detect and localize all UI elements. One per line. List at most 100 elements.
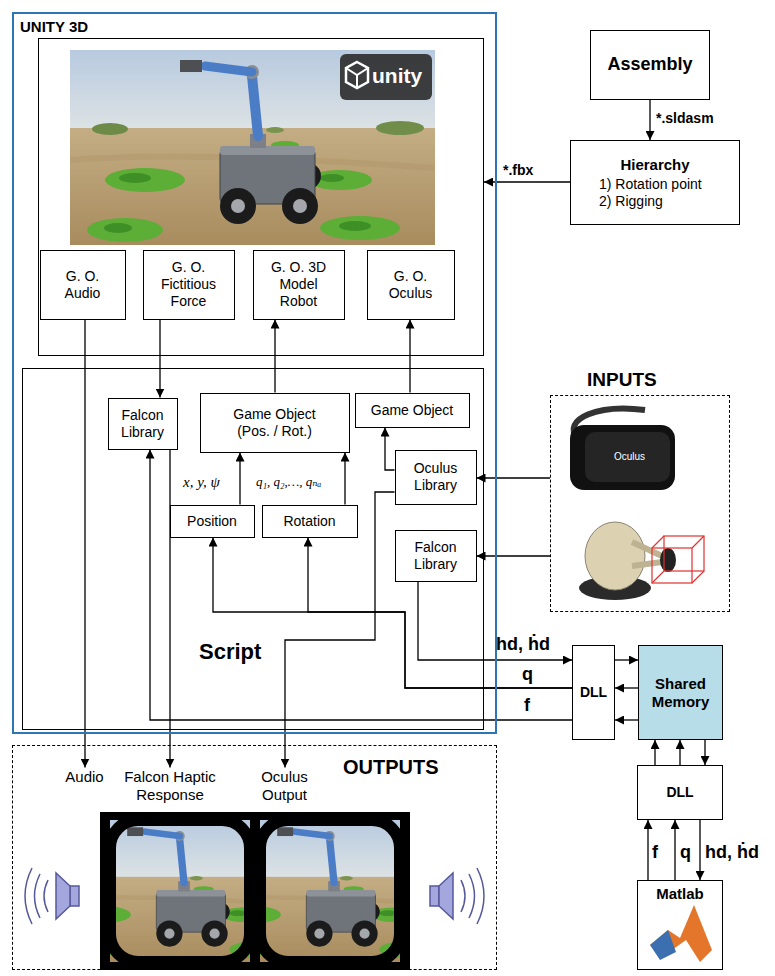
connector-arrow — [274, 320, 275, 393]
node-text: DLL — [666, 784, 693, 801]
speaker-icon — [430, 886, 439, 906]
speaker-icon — [25, 868, 48, 924]
node-text: Script — [199, 639, 261, 665]
stereo-oculus-view — [47, 812, 463, 970]
node-text: Matlab — [638, 885, 722, 902]
outputs-region: OUTPUTS Audio Falcon Haptic Response Oculus… — [12, 745, 497, 970]
library-box: Oculus Library — [395, 450, 477, 505]
falcon-device — [579, 522, 704, 600]
signal-label: f — [524, 695, 530, 716]
signal-label: *.sldasm — [656, 110, 714, 126]
signal-label: q — [522, 664, 533, 685]
falcon-device — [585, 522, 645, 590]
falcon-device — [652, 536, 704, 583]
node-text: G. O. Fictitious Force — [152, 259, 226, 309]
game-object-box: Game Object (Pos. / Rot.) — [200, 393, 350, 453]
node-text: 2) Rigging — [599, 193, 663, 210]
connector-arrow — [654, 740, 655, 765]
connector-arrow — [418, 582, 572, 661]
matlab-logo — [650, 930, 676, 960]
node-text: Oculus Library — [402, 460, 470, 494]
connector-arrow — [649, 100, 650, 140]
node-text: Assembly — [607, 54, 692, 76]
hierarchy-box: Hierarchy1) Rotation point2) Rigging — [570, 140, 740, 225]
unity-screenshot — [70, 50, 435, 245]
connector-arrow — [409, 320, 410, 393]
connector-arrow — [674, 820, 675, 880]
logo-text: unity — [372, 64, 422, 88]
game-object-box: G. O. 3D Model Robot — [253, 250, 345, 320]
connector-arrow — [344, 453, 345, 505]
node-text: Falcon Haptic Response — [113, 768, 228, 804]
connector-arrow — [699, 820, 700, 880]
node-text: Falcon Library — [112, 407, 174, 441]
connector-arrow — [385, 428, 395, 471]
signal-label: hd, ḣd — [496, 634, 550, 655]
falcon-device — [632, 542, 662, 556]
unity-panel: UNITY 3D G. O. Audio G. O. Fictitious Forc… — [12, 12, 497, 734]
falcon-device — [660, 548, 676, 572]
node-text: Audio — [65, 768, 103, 786]
node-text: Hierarchy — [620, 156, 689, 174]
unity-screenshot — [70, 50, 435, 245]
signal-label: f — [652, 842, 658, 863]
process-box: Rotation — [262, 505, 358, 538]
node-text: OUTPUTS — [343, 756, 439, 779]
oculus-headset — [570, 425, 675, 490]
output-label: Falcon Haptic Response — [113, 768, 228, 812]
script-panel: Script Falcon Library Game Object (Pos. / … — [22, 368, 484, 730]
signal-label: q₁, q₂,…, qₙₐ — [256, 475, 321, 490]
dll-box: DLL — [637, 765, 723, 820]
dll-box: DLL — [572, 645, 615, 740]
connector-arrow — [704, 740, 705, 765]
matlab-logo — [650, 905, 712, 962]
falcon-device — [632, 562, 662, 566]
signal-label: q — [680, 842, 691, 863]
output-label: Oculus Output — [250, 768, 320, 812]
oculus-headset — [570, 409, 675, 490]
stereo-oculus-view — [110, 820, 250, 962]
assembly-box: Assembly — [590, 30, 710, 100]
speaker-icon — [56, 873, 70, 919]
node-text: Oculus Output — [250, 768, 320, 804]
oculus-headset — [585, 432, 670, 482]
logo-text: Oculus — [614, 451, 645, 463]
unity-screenshot — [340, 54, 432, 100]
matlab-logo — [650, 905, 712, 962]
unity-screenshot — [346, 62, 368, 88]
connector-arrow — [615, 719, 638, 720]
node-text: Game Object — [371, 402, 453, 419]
signal-label: *.fbx — [503, 162, 533, 178]
connector-arrow — [159, 320, 160, 398]
library-box: Falcon Library — [395, 530, 477, 582]
connector-arrow — [679, 740, 680, 765]
connector-arrow — [239, 453, 240, 505]
node-text: G. O. Audio — [51, 268, 115, 302]
node-text: UNITY 3D — [20, 18, 88, 35]
node-text: DLL — [580, 684, 607, 701]
game-object-box: G. O. Audio — [40, 250, 126, 320]
unity-screenshot — [346, 68, 368, 75]
output-label: Audio — [55, 768, 115, 792]
connector-arrow — [477, 555, 551, 556]
connector-arrow — [84, 320, 85, 768]
node-text: G. O. 3D Model Robot — [260, 259, 338, 309]
speaker-icon — [439, 873, 453, 919]
speaker-icon — [70, 886, 79, 906]
stereo-oculus-view — [197, 820, 463, 962]
node-text: Rotation — [283, 513, 335, 530]
speaker-icon — [461, 868, 484, 924]
node-text: Position — [187, 513, 237, 530]
connector-arrow — [150, 450, 572, 721]
node-text: G. O. Oculus — [378, 268, 444, 302]
node-text: INPUTS — [587, 369, 657, 391]
connector-arrow — [213, 538, 572, 689]
process-box: Position — [170, 505, 255, 538]
node-text: Game Object (Pos. / Rot.) — [221, 406, 329, 440]
node-text: Falcon Library — [402, 539, 470, 573]
game-object-box: G. O. Oculus — [367, 250, 455, 320]
unity-screenshot — [356, 75, 358, 88]
shared-memory-box: Shared Memory — [638, 645, 723, 740]
